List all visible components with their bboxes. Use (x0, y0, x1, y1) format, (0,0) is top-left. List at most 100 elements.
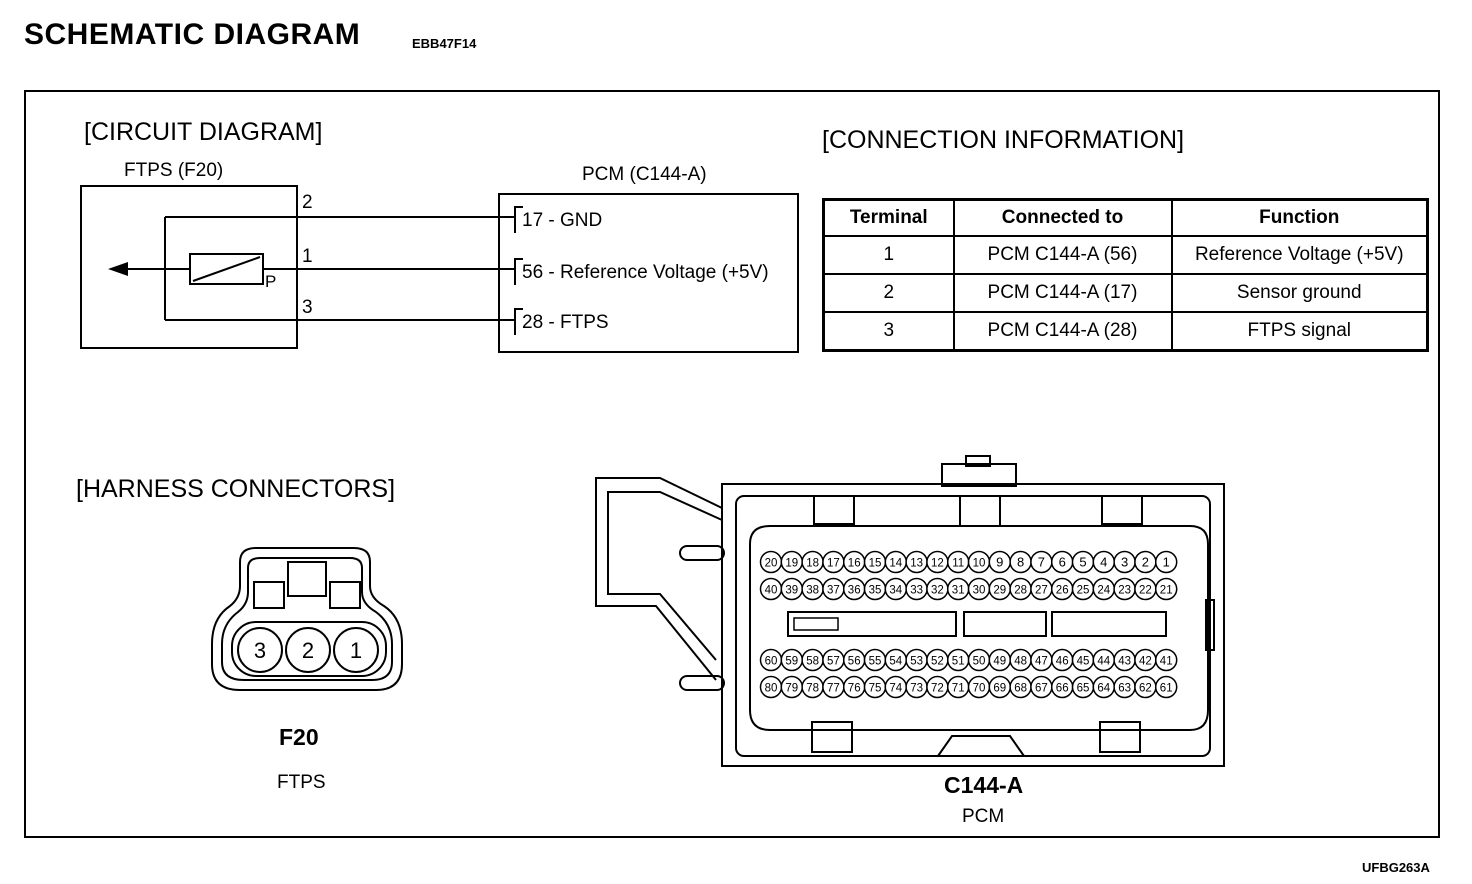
c144-pin-label: 9 (996, 555, 1003, 570)
column-header-terminal: Terminal (822, 198, 955, 237)
c144-pin-label: 74 (889, 683, 902, 695)
f20-connector-id: F20 (279, 724, 319, 750)
c144-pin-label: 5 (1079, 555, 1086, 570)
c144-pin-label: 69 (993, 683, 1006, 695)
c144-pin-label: 21 (1160, 585, 1173, 597)
c144-pin-label: 65 (1077, 683, 1090, 695)
c144-pin-label: 42 (1139, 656, 1152, 668)
c144-pin-label: 3 (1121, 555, 1128, 570)
c144-pin-label: 56 (848, 656, 861, 668)
cell-terminal: 3 (822, 311, 955, 352)
sensor-box (80, 185, 298, 349)
f20-pin-2-label: 2 (302, 638, 314, 663)
c144-pin-label: 45 (1077, 656, 1090, 668)
sensor-label: FTPS (F20) (124, 160, 224, 181)
c144-pin-label: 49 (993, 656, 1006, 668)
c144-pin-label: 14 (889, 558, 902, 570)
connection-table: Terminal Connected to Function 1 PCM C14… (822, 198, 1429, 352)
c144-pin-label: 66 (1056, 683, 1069, 695)
cell-connected-to: PCM C144-A (28) (952, 311, 1173, 352)
c144-connector-id: C144-A (944, 772, 1024, 798)
pcm-box (498, 193, 799, 353)
c144-pin-label: 28 (1014, 585, 1027, 597)
c144-pin-label: 61 (1160, 683, 1173, 695)
c144-pin-label: 39 (785, 585, 798, 597)
harness-connectors-heading: [HARNESS CONNECTORS] (76, 475, 396, 503)
c144-pin-label: 67 (1035, 683, 1048, 695)
c144-pin-label: 34 (889, 585, 902, 597)
c144-pin-label: 68 (1014, 683, 1027, 695)
c144-pin-label: 29 (993, 585, 1006, 597)
c144-pin-label: 15 (869, 558, 882, 570)
cell-connected-to: PCM C144-A (17) (952, 273, 1173, 313)
c144-pin-label: 35 (869, 585, 882, 597)
figure-code: UFBG263A (1362, 860, 1430, 875)
f20-pin-3 (237, 627, 283, 673)
column-header-connected-to: Connected to (952, 198, 1173, 237)
c144-pin-label: 33 (910, 585, 923, 597)
c144-pin-label: 41 (1160, 656, 1173, 668)
c144-pin-label: 31 (952, 585, 965, 597)
c144-pin-label: 38 (806, 585, 819, 597)
c144-pin-label: 43 (1118, 656, 1131, 668)
c144-pin-label: 63 (1118, 683, 1131, 695)
sensor-pin-2: 2 (302, 192, 313, 213)
c144-pin-label: 79 (785, 683, 798, 695)
c144-pin-label: 13 (910, 558, 923, 570)
c144-pin-label: 59 (785, 656, 798, 668)
diagram-frame (24, 90, 1440, 838)
c144-pin-label: 16 (848, 558, 861, 570)
c144-pin-label: 7 (1038, 555, 1045, 570)
document-code: EBB47F14 (412, 36, 477, 51)
c144-pin-label: 37 (827, 585, 840, 597)
c144-pin-label: 51 (952, 656, 965, 668)
sensor-pin-1: 1 (302, 246, 313, 267)
f20-pin-1 (333, 627, 379, 673)
c144-pin-label: 77 (827, 683, 840, 695)
c144-pin-label: 40 (765, 585, 778, 597)
c144-pin-label: 11 (952, 558, 964, 570)
f20-pin-1-label: 1 (350, 638, 362, 663)
c144-pin-label: 12 (931, 558, 944, 570)
c144-pin-label: 76 (848, 683, 861, 695)
f20-pin-3-label: 3 (254, 638, 266, 663)
c144-pin-label: 46 (1056, 656, 1069, 668)
c144-pin-label: 71 (952, 683, 965, 695)
c144-pin-label: 55 (869, 656, 882, 668)
c144-pin-label: 25 (1077, 585, 1090, 597)
cell-terminal: 2 (822, 273, 955, 313)
c144-pin-label: 6 (1059, 555, 1066, 570)
c144-pin-label: 4 (1100, 555, 1107, 570)
cell-function: FTPS signal (1170, 311, 1429, 352)
c144-pin-label: 32 (931, 585, 944, 597)
c144-pin-1 (1154, 550, 1178, 574)
c144-pin-label: 26 (1056, 585, 1069, 597)
page-title: SCHEMATIC DIAGRAM (24, 18, 361, 51)
table-row: 3 PCM C144-A (28) FTPS signal (822, 311, 1429, 352)
c144-pin-label: 73 (910, 683, 923, 695)
cell-function: Reference Voltage (+5V) (1170, 235, 1429, 275)
c144-pin-label: 75 (869, 683, 882, 695)
pcm-label: PCM (C144-A) (582, 164, 707, 185)
c144-pin-label: 48 (1014, 656, 1027, 668)
connection-info-heading: [CONNECTION INFORMATION] (822, 126, 1185, 154)
f20-pin-2 (285, 627, 331, 673)
c144-pin-label: 62 (1139, 683, 1152, 695)
sensor-pin-3: 3 (302, 297, 313, 318)
c144-pin-label: 10 (973, 558, 986, 570)
cell-terminal: 1 (822, 235, 955, 275)
c144-pin-label: 36 (848, 585, 861, 597)
c144-pin-label: 64 (1097, 683, 1110, 695)
c144-pin-61 (1154, 675, 1178, 699)
cell-function: Sensor ground (1170, 273, 1429, 313)
f20-connector-drawing: 3 2 1 (211, 547, 403, 691)
c144-connector-name: PCM (962, 806, 1005, 827)
c144-pin-label: 19 (785, 558, 798, 570)
table-header-row: Terminal Connected to Function (822, 198, 1429, 237)
c144-pin-label: 18 (806, 558, 819, 570)
c144-pin-label: 30 (973, 585, 986, 597)
c144-pin-label: 53 (910, 656, 923, 668)
c144-pin-label: 54 (889, 656, 902, 668)
